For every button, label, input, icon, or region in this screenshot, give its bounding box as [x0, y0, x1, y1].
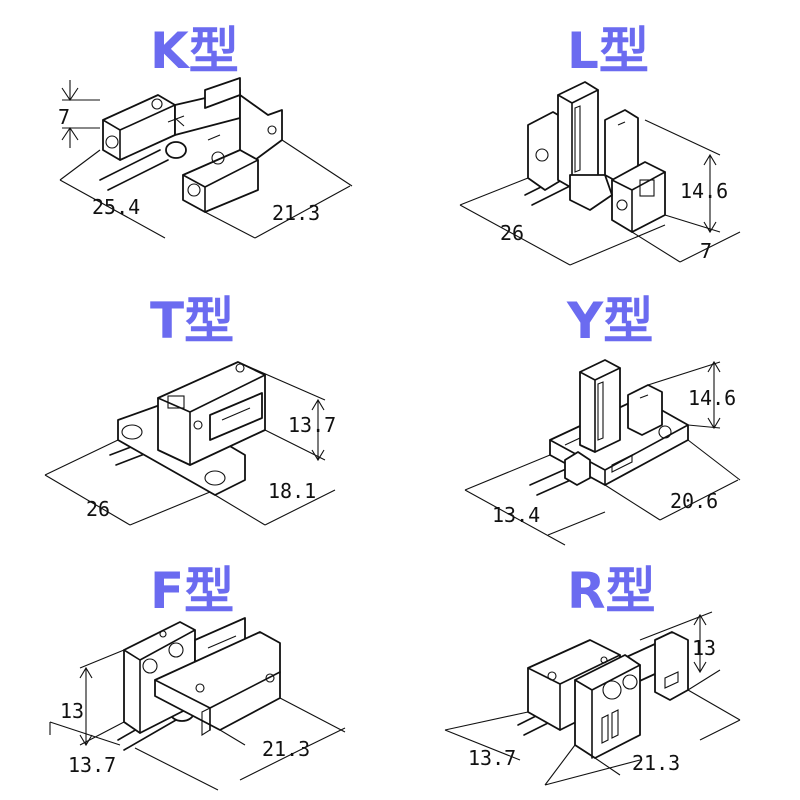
f-type-title: F型: [150, 562, 234, 620]
f-type-dimension-lines: [49, 649, 346, 791]
k-type-dim-width: 21.3: [272, 201, 320, 225]
k-type-dim-length: 25.4: [92, 195, 140, 219]
r-type-title: R型: [567, 562, 656, 620]
l-type-title: L型: [567, 22, 649, 80]
k-type-sensor-drawing: [99, 77, 283, 213]
panel-t-type: T型 13.7 26 18.1: [44, 292, 336, 526]
t-type-dim-width: 18.1: [268, 479, 316, 503]
r-type-dim-width: 21.3: [632, 751, 680, 775]
t-type-sensor-drawing: [109, 361, 266, 496]
r-type-dim-height: 13: [692, 636, 716, 660]
f-type-dim-width: 21.3: [262, 737, 310, 761]
r-type-sensor-drawing: [517, 631, 689, 759]
l-type-dimension-lines: [459, 119, 741, 266]
r-type-dimension-lines: [444, 611, 741, 786]
panel-f-type: F型 13 13.7: [49, 562, 346, 791]
y-type-sensor-drawing: [529, 359, 689, 496]
k-type-dimension-lines: [59, 80, 353, 239]
r-type-dim-length: 13.7: [468, 746, 516, 770]
y-type-dimension-lines: [464, 360, 741, 546]
panel-k-type: K型: [58, 22, 353, 239]
panel-r-type: R型 13 13.7: [444, 562, 741, 786]
t-type-dim-height: 13.7: [288, 413, 336, 437]
y-type-dim-height: 14.6: [688, 386, 736, 410]
f-type-dim-height: 13: [60, 699, 84, 723]
t-type-dimension-lines: [44, 361, 336, 526]
l-type-dim-thickness: 7: [700, 239, 712, 263]
t-type-title: T型: [150, 292, 234, 350]
t-type-dim-length: 26: [86, 497, 110, 521]
k-type-title: K型: [150, 22, 239, 80]
f-type-sensor-drawing: [117, 617, 281, 751]
y-type-title: Y型: [566, 292, 653, 350]
panel-l-type: L型 26 14: [459, 22, 741, 266]
y-type-dim-width: 20.6: [670, 489, 718, 513]
k-type-dim-thickness: 7: [58, 105, 70, 129]
l-type-dim-height: 14.6: [680, 179, 728, 203]
panel-y-type: Y型 14.6 13.4 20.6: [464, 292, 741, 546]
l-type-dim-length: 26: [500, 221, 524, 245]
l-type-sensor-drawing: [524, 81, 666, 233]
f-type-dim-length: 13.7: [68, 753, 116, 777]
y-type-dim-length: 13.4: [492, 503, 540, 527]
